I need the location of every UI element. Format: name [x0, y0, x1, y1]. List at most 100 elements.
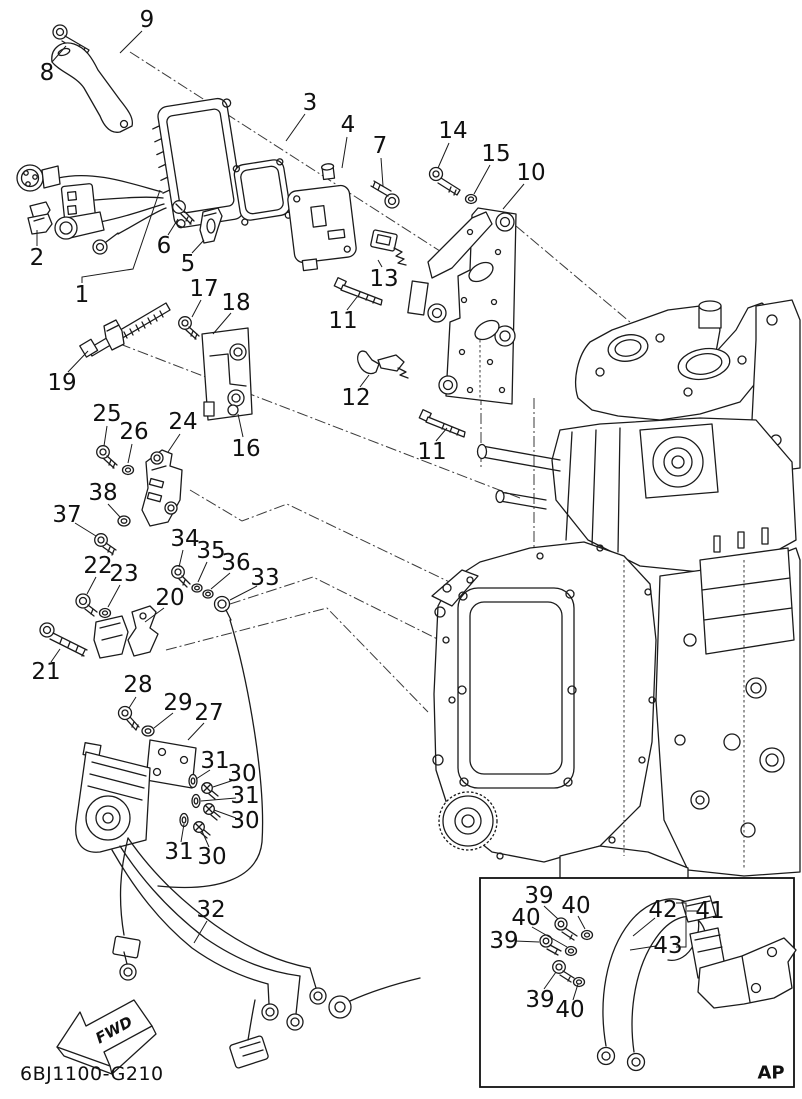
- callout-leader: [210, 572, 231, 590]
- part-screw-6: [172, 200, 195, 225]
- callout-label-37: 37: [52, 502, 81, 528]
- callout-21: 21: [31, 648, 61, 685]
- callout-label-2: 2: [30, 245, 45, 271]
- callout-3: 3: [285, 90, 318, 142]
- callout-label-25: 25: [92, 401, 121, 427]
- part-washer-35: [191, 583, 203, 593]
- callout-leader: [103, 425, 108, 447]
- callout-leader: [346, 296, 358, 311]
- inset-corner-label: AP: [757, 1063, 784, 1084]
- callout-leader: [128, 696, 137, 709]
- drawing-code: 6BJ1100-G210: [20, 1063, 164, 1085]
- callout-leader: [359, 374, 370, 388]
- callout-label-40: 40: [561, 893, 590, 919]
- callout-8: 8: [40, 45, 67, 86]
- callout-label-8: 8: [40, 60, 55, 86]
- callout-leader: [435, 427, 448, 442]
- part-screw-25: [96, 445, 118, 469]
- part-bracket-9: [51, 42, 134, 133]
- callout-40: 40: [511, 905, 568, 948]
- part-washer-29: [141, 725, 155, 737]
- part-clamp-5: [199, 207, 223, 244]
- callout-leader: [167, 218, 179, 236]
- part-bolt-14: [428, 166, 461, 196]
- callout-label-30: 30: [227, 761, 256, 787]
- callout-label-16: 16: [231, 436, 260, 462]
- part-cable-tie-19: [79, 302, 171, 358]
- callout-43: 43: [629, 933, 683, 959]
- callout-leader: [191, 299, 202, 318]
- callout-label-35: 35: [196, 538, 225, 564]
- callout-22: 22: [83, 553, 113, 595]
- callout-leader: [629, 945, 657, 951]
- callout-leader: [437, 142, 450, 169]
- callout-38: 38: [88, 480, 121, 518]
- callout-leader: [237, 413, 244, 438]
- callout-leader: [195, 769, 211, 780]
- part-bracket-10: [407, 207, 517, 405]
- callout-label-14: 14: [438, 118, 467, 144]
- part-ecu-cover-4: [287, 163, 357, 272]
- callout-leader: [212, 312, 232, 335]
- callout-leader: [212, 779, 235, 788]
- callout-33: 33: [229, 565, 280, 601]
- callout-15: 15: [473, 141, 511, 195]
- callout-leader: [200, 797, 237, 802]
- callout-leader: [74, 522, 97, 537]
- part-ring-terminal-33: [157, 595, 264, 889]
- callout-28: 28: [123, 672, 153, 709]
- callout-39: 39: [524, 883, 559, 920]
- callout-19: 19: [47, 350, 89, 396]
- engine-block-drawing: [431, 299, 801, 881]
- callout-leader: [543, 905, 559, 920]
- callout-leader: [153, 712, 174, 729]
- part-screws-30: [193, 782, 221, 839]
- callout-label-30: 30: [197, 844, 226, 870]
- callout-16: 16: [231, 413, 261, 462]
- callout-24: 24: [167, 409, 198, 453]
- callout-label-11: 11: [417, 439, 446, 465]
- callout-40: 40: [555, 983, 585, 1023]
- part-cdi-unit-1: [16, 97, 244, 255]
- callout-37: 37: [52, 502, 97, 537]
- callout-label-30: 30: [230, 808, 259, 834]
- callout-label-39: 39: [525, 987, 554, 1013]
- callout-label-4: 4: [341, 112, 356, 138]
- part-clamp-12: [357, 350, 409, 379]
- callout-30: 30: [213, 808, 260, 834]
- callout-4: 4: [341, 112, 356, 169]
- callout-39: 39: [525, 971, 557, 1013]
- callout-20: 20: [144, 585, 185, 623]
- callout-31: 31: [195, 748, 230, 780]
- callout-31: 31: [200, 783, 260, 809]
- part-washer-23: [98, 607, 112, 619]
- callout-1: 1: [75, 189, 161, 308]
- callout-41: 41: [687, 898, 725, 924]
- callout-label-31: 31: [230, 783, 259, 809]
- callout-leader: [187, 722, 205, 741]
- part-bolt-28: [117, 705, 140, 731]
- callout-label-21: 21: [31, 659, 60, 685]
- callout-leader: [193, 920, 208, 944]
- callout-label-3: 3: [303, 90, 318, 116]
- callout-39: 39: [489, 928, 540, 954]
- callout-25: 25: [92, 401, 122, 447]
- callout-12: 12: [341, 374, 371, 411]
- callout-leader: [86, 576, 97, 595]
- callout-label-15: 15: [481, 141, 510, 167]
- callout-31: 31: [164, 823, 194, 865]
- callout-11: 11: [328, 296, 358, 334]
- part-connector-2: [27, 201, 53, 235]
- callout-label-28: 28: [123, 672, 152, 698]
- callout-label-41: 41: [695, 898, 724, 924]
- callout-leader: [514, 940, 540, 943]
- callout-leader: [572, 983, 579, 1001]
- callout-leader: [543, 971, 557, 990]
- callout-label-26: 26: [119, 419, 148, 445]
- callout-leader: [119, 30, 143, 54]
- callout-leader: [229, 585, 258, 601]
- callout-leader: [191, 239, 205, 254]
- callout-label-22: 22: [83, 553, 112, 579]
- callout-leader: [178, 549, 184, 568]
